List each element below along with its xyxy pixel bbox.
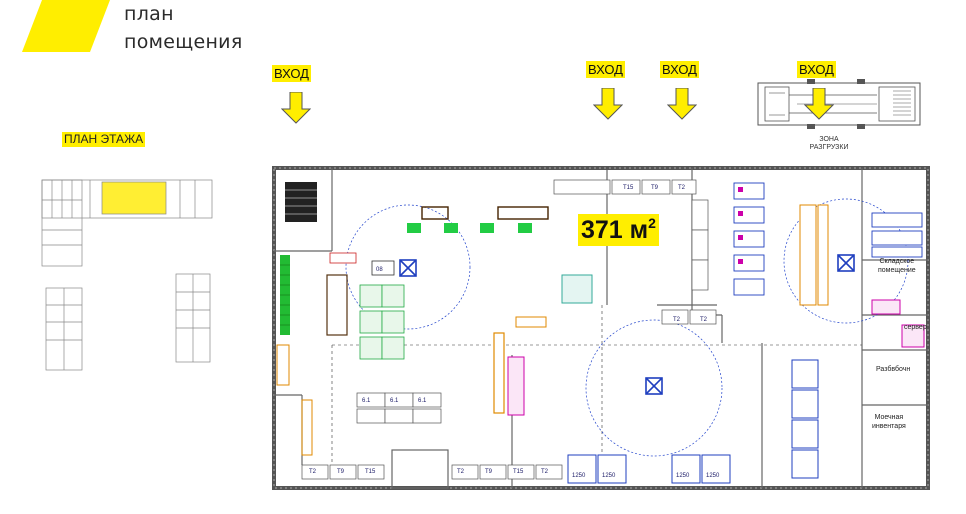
unit-tag: 1250 (676, 473, 690, 479)
brand-accent-shape (22, 0, 110, 52)
counter-tag: T9 (651, 185, 659, 191)
counter-tag: T2 (678, 185, 686, 191)
counter-tag: T2 (700, 317, 708, 323)
table-tag: 6.1 (362, 398, 371, 404)
floor-plan-label: ПЛАН ЭТАЖА (62, 132, 146, 147)
table-tag: 6.1 (418, 398, 427, 404)
counter-tag: T15 (513, 469, 524, 475)
area-badge: 371 м2 (578, 214, 659, 246)
counter-tag: T15 (623, 185, 634, 191)
arrow-down-icon (667, 88, 697, 120)
unit-tag: 1250 (602, 473, 616, 479)
entry-label-loading: ВХОД (797, 61, 836, 78)
entry-label-center-right: ВХОД (660, 61, 699, 78)
box-tag: 08 (376, 267, 383, 273)
floor-plan-thumbnail (41, 179, 213, 371)
server-room-label: сервер (904, 324, 927, 331)
unit-tag: 1250 (572, 473, 586, 479)
entry-label-west: ВХОД (272, 65, 311, 82)
dishwash-room-label: Разбвбочн (876, 366, 911, 373)
page-title: план помещения (124, 0, 243, 56)
arrow-down-icon (804, 88, 834, 120)
counter-tag: T9 (337, 469, 345, 475)
storage-room-label: Складское помещение (878, 258, 916, 274)
page-title-line2: помещения (124, 31, 243, 53)
arrow-down-icon (593, 88, 623, 120)
counter-tag: T15 (365, 469, 376, 475)
wash-room-label: Моечная инвентаря (872, 414, 906, 430)
entry-label-center-left: ВХОД (586, 61, 625, 78)
counter-tag: T2 (541, 469, 549, 475)
counter-tag: T9 (485, 469, 493, 475)
room-layout-plan (272, 166, 930, 490)
delivery-truck-icon (757, 79, 921, 129)
table-tag: 6.1 (390, 398, 399, 404)
counter-tag: T2 (673, 317, 681, 323)
page-title-line1: план (124, 3, 174, 25)
counter-tag: T2 (309, 469, 317, 475)
unit-tag: 1250 (706, 473, 720, 479)
loading-zone-label: ЗОНА РАЗГРУЗКИ (809, 136, 849, 151)
arrow-down-icon (281, 92, 311, 124)
counter-tag: T2 (457, 469, 465, 475)
